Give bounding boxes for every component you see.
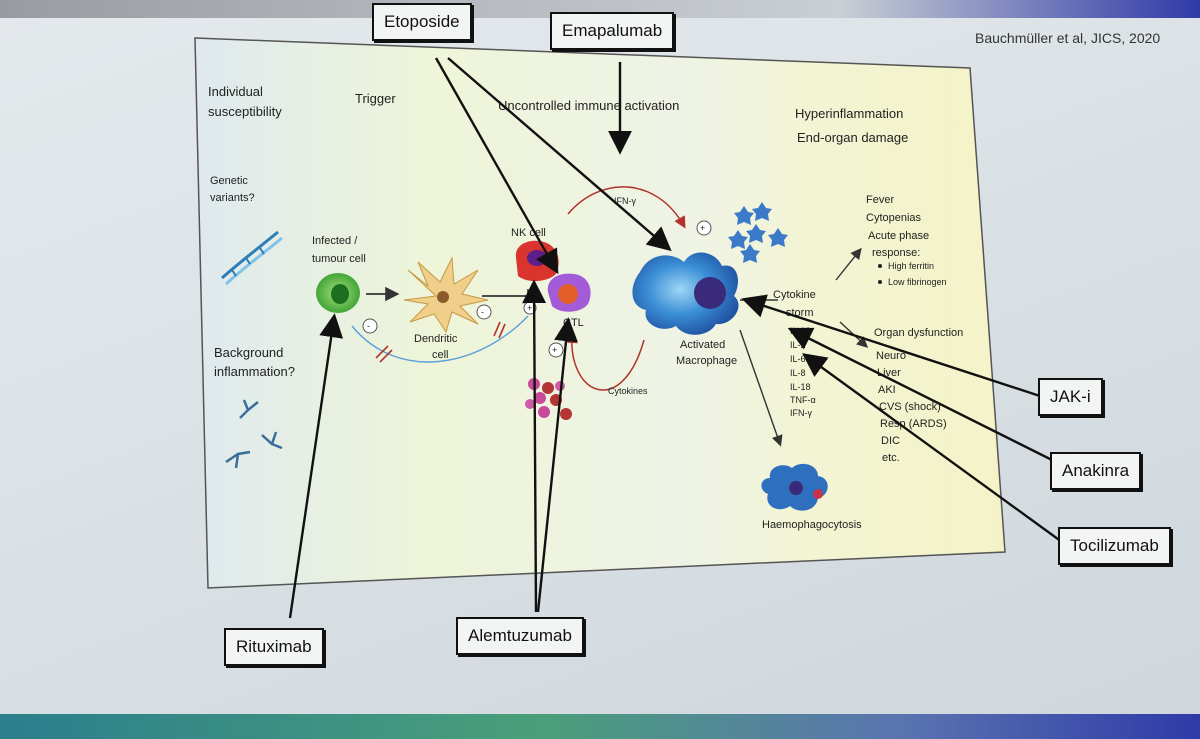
nk-cell xyxy=(515,240,559,282)
label-activated: Activated xyxy=(680,339,725,351)
target-cells xyxy=(525,378,572,420)
organ-item: CVS (shock) xyxy=(879,401,941,413)
label-nk: NK cell xyxy=(511,227,546,239)
drug-emapalumab: Emapalumab xyxy=(550,12,675,50)
label-ctl: CTL xyxy=(563,317,584,329)
response-list: Fever Cytopenias Acute phase response: H… xyxy=(866,194,947,287)
label-genetic: Genetic xyxy=(210,175,248,187)
drug-rituximab: Rituximab xyxy=(224,628,324,666)
slide-bottom-band xyxy=(0,714,1200,739)
organ-title: Organ dysfunction xyxy=(874,327,963,339)
arrow-alemtuzumab-nk xyxy=(522,279,547,613)
stage-end-organ: End-organ damage xyxy=(797,130,908,145)
organ-item: Resp (ARDS) xyxy=(880,418,947,430)
label-dendritic: Dendritic xyxy=(414,333,458,345)
stage-hyperinflammation: Hyperinflammation xyxy=(795,106,903,121)
label-infected: Infected / xyxy=(312,235,358,247)
label-macrophage: Macrophage xyxy=(676,355,737,367)
arrow-rituximab xyxy=(288,313,344,619)
cytokine-cluster xyxy=(728,202,788,263)
slide-top-band xyxy=(0,0,1200,18)
dna-icon xyxy=(221,230,283,286)
drug-tocilizumab: Tocilizumab xyxy=(1058,527,1171,565)
svg-text:+: + xyxy=(552,345,557,355)
response-item: Cytopenias xyxy=(866,212,922,224)
label-cytokines: Cytokines xyxy=(608,386,648,396)
label-inflammation: inflammation? xyxy=(214,364,295,379)
response-item: Fever xyxy=(866,194,894,206)
response-bullet: High ferritin xyxy=(888,261,934,271)
label-haemophagocytosis: Haemophagocytosis xyxy=(762,519,862,531)
label-ifn: IFN-γ xyxy=(614,196,636,206)
svg-text:-: - xyxy=(481,307,484,317)
dendritic-cell xyxy=(403,256,489,334)
organ-item: etc. xyxy=(882,452,900,464)
response-item: response: xyxy=(872,247,920,259)
drug-jak: JAK-i xyxy=(1038,378,1103,416)
label-cytokine: Cytokine xyxy=(773,289,816,301)
label-dendritic-cell: cell xyxy=(432,349,449,361)
organ-item: Neuro xyxy=(876,350,906,362)
svg-text:-: - xyxy=(367,321,370,331)
label-background: Background xyxy=(214,345,283,360)
organ-item: AKI xyxy=(878,384,896,396)
response-bullet: Low fibrinogen xyxy=(888,277,947,287)
ctl-cell xyxy=(547,273,591,312)
arrow-alemtuzumab-ctl xyxy=(536,317,578,613)
antibody-icon xyxy=(225,399,283,469)
organ-item: DIC xyxy=(881,435,900,447)
stage-individual: Individual xyxy=(208,84,263,99)
citation: Bauchmüller et al, JICS, 2020 xyxy=(975,30,1161,46)
drug-anakinra: Anakinra xyxy=(1050,452,1142,490)
cytokine-item: IFN-γ xyxy=(790,408,812,418)
drug-etoposide: Etoposide xyxy=(372,3,472,41)
stage-uncontrolled: Uncontrolled immune activation xyxy=(498,98,679,113)
label-tumour: tumour cell xyxy=(312,253,366,265)
cytokine-item: IL-8 xyxy=(790,368,806,378)
response-item: Acute phase xyxy=(868,230,929,242)
infected-cell xyxy=(316,273,360,313)
stage-trigger: Trigger xyxy=(355,91,396,106)
svg-text:+: + xyxy=(700,223,705,233)
cytokine-item: IL-2 xyxy=(790,340,806,350)
arrow-etoposide-ctl xyxy=(434,57,559,275)
drug-alemtuzumab: Alemtuzumab xyxy=(456,617,584,655)
cytokine-item: IL-18 xyxy=(790,382,811,392)
haemophagocyte-cell xyxy=(761,463,828,511)
arrow-jak xyxy=(741,294,1041,398)
arrow-tocilizumab xyxy=(802,353,1063,543)
figure-panel xyxy=(194,37,1006,589)
arrow-etoposide-macrophage xyxy=(447,57,672,252)
arrow-anakinra xyxy=(787,327,1053,462)
macrophage-cell xyxy=(632,252,739,335)
svg-text:+: + xyxy=(527,303,532,313)
label-variants: variants? xyxy=(210,192,255,204)
cytokine-item: TNF-α xyxy=(790,395,816,405)
cytokine-item: IL-6 xyxy=(790,354,806,364)
stage-susceptibility: susceptibility xyxy=(208,104,282,119)
